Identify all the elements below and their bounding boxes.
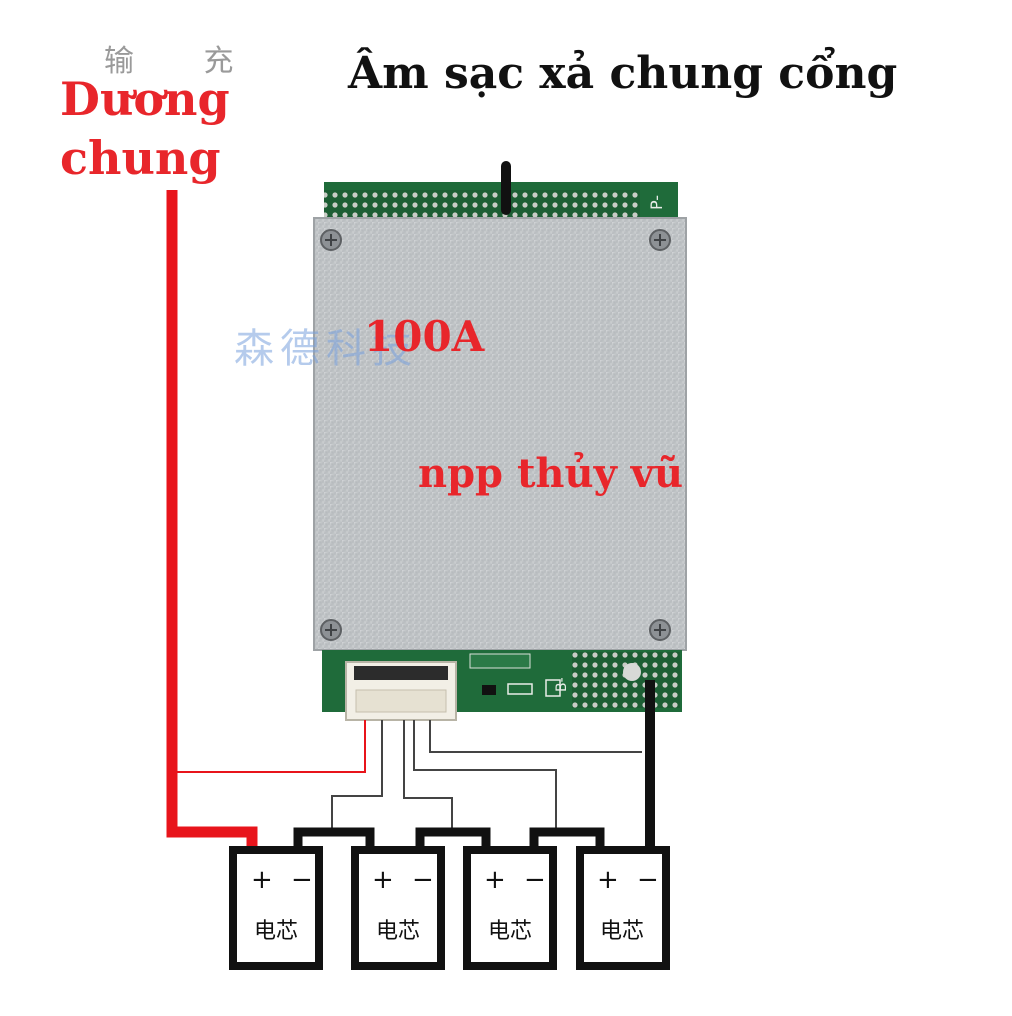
negative-common-port-label: Âm sạc xả chung cổng <box>348 48 898 99</box>
positive-common-label: Dương chung <box>60 70 230 188</box>
positive-common-line-2: chung <box>60 130 221 185</box>
cell-minus-label: − <box>637 865 659 895</box>
distributor-label: npp thủy vũ <box>418 450 684 497</box>
cell-label: 电芯 <box>600 919 644 944</box>
pad-label-p-minus: P- <box>647 195 666 210</box>
battery-cell: + − 电芯 <box>576 846 670 970</box>
cell-minus-label: − <box>412 865 434 895</box>
heatsink-plate <box>313 217 687 651</box>
cell-label: 电芯 <box>254 919 298 944</box>
cell-plus-label: + <box>372 865 394 895</box>
cell-plus-label: + <box>251 865 273 895</box>
balance-wires <box>176 720 642 830</box>
cell-plus-label: + <box>484 865 506 895</box>
battery-cell: + − 电芯 <box>351 846 445 970</box>
pad-label-b-minus: B- <box>554 677 570 692</box>
battery-cell: + − 电芯 <box>229 846 323 970</box>
cell-label: 电芯 <box>376 919 420 944</box>
current-rating-label: 100A <box>364 312 485 361</box>
cell-minus-label: − <box>524 865 546 895</box>
balance-connector <box>345 661 457 721</box>
battery-cell: + − 电芯 <box>463 846 557 970</box>
positive-main-wire <box>166 190 258 848</box>
cell-minus-label: − <box>291 865 313 895</box>
positive-common-line-1: Dương <box>60 72 230 126</box>
cell-plus-label: + <box>597 865 619 895</box>
watermark-text: 森德科技 <box>234 326 418 372</box>
series-links <box>293 827 605 850</box>
cell-label: 电芯 <box>488 919 532 944</box>
faded-top-text: 输 充 <box>104 44 264 79</box>
